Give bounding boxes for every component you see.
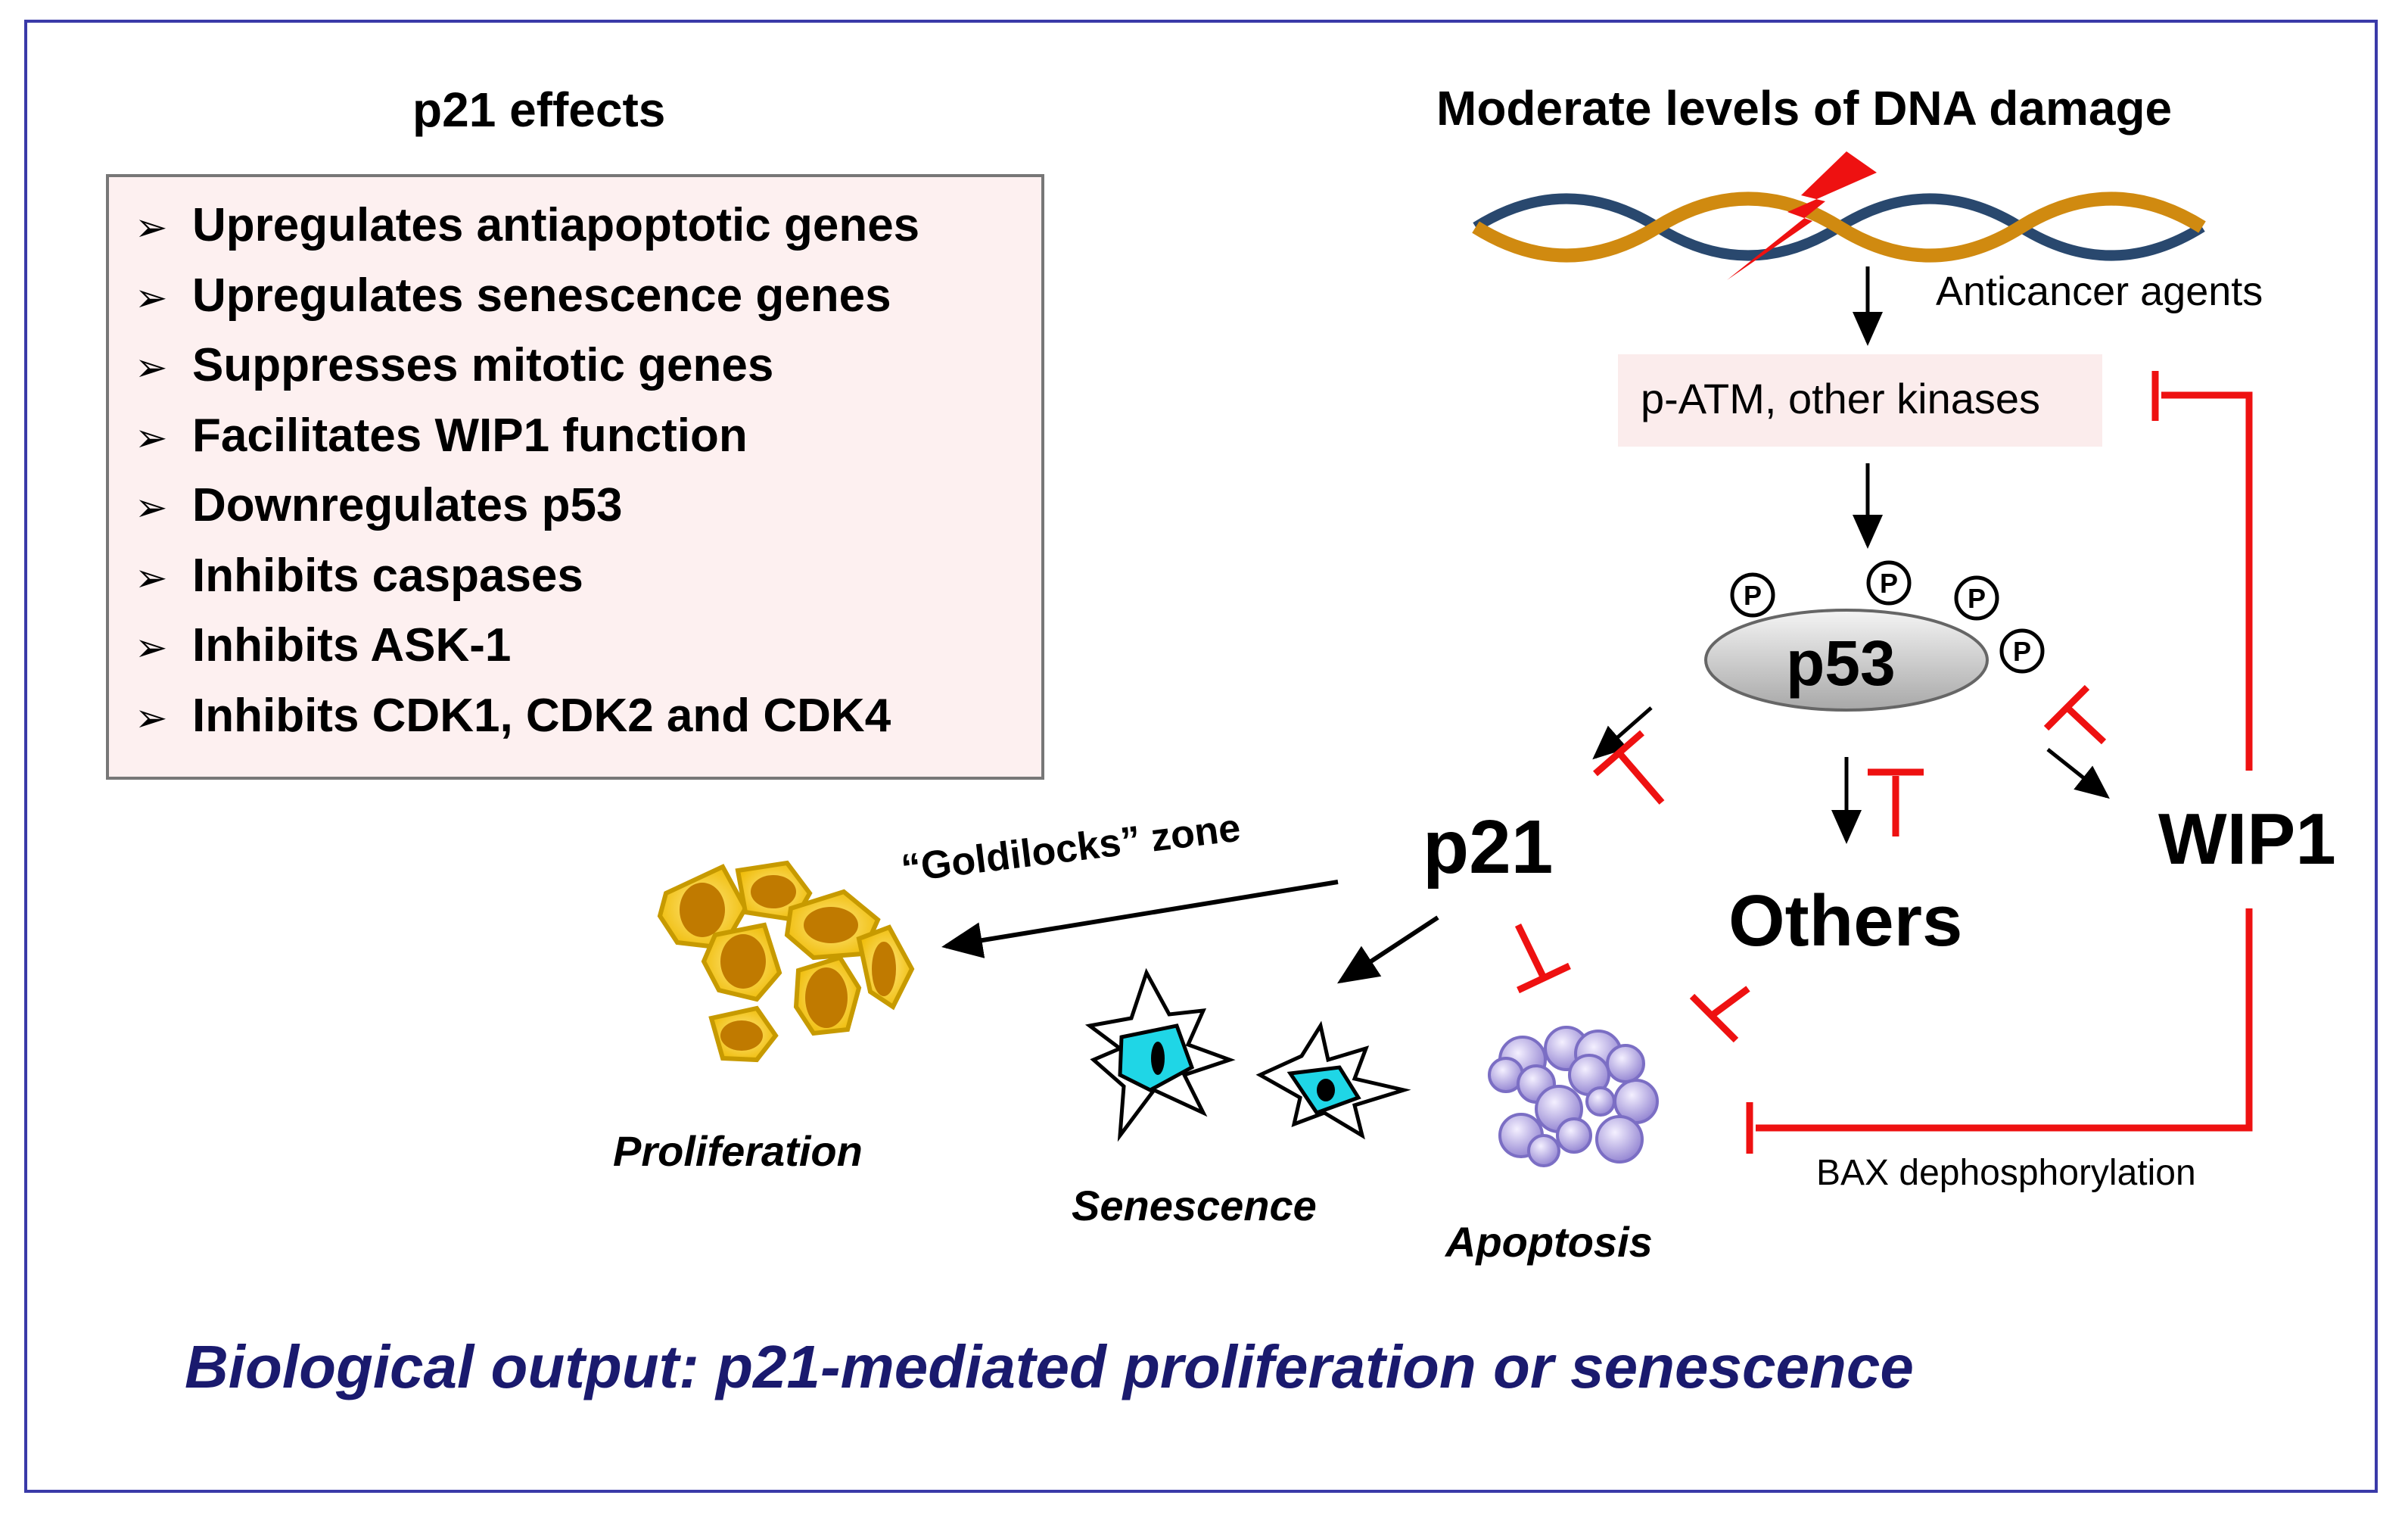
arrow-bullet-icon: ➢ [135,276,168,320]
apoptotic-bodies-icon [1488,1026,1659,1167]
arrow-bullet-icon: ➢ [135,416,168,460]
inhibition-edges [1514,371,2253,1154]
p53-label: p53 [1786,628,1896,699]
kinase-box [1618,354,2102,447]
effect-item: ➢ Downregulates p53 [135,478,919,549]
apoptosis-label: Apoptosis [1445,1218,1653,1266]
phosphate-icon [1866,560,1912,606]
dna-damage-label: Moderate levels of DNA damage [1436,81,2173,136]
arrow-bullet-icon: ➢ [135,626,168,670]
effect-text: Facilitates WIP1 function [192,409,748,462]
p21-inhibits-apoptosis-bar [1517,962,1571,994]
p21-to-senescence-arrow [1336,915,1439,984]
effect-item: ➢ Inhibits caspases [135,549,919,619]
phosphate-icon [1954,575,1999,621]
effect-text: Inhibits caspases [192,549,583,602]
effect-item: ➢ Facilitates WIP1 function [135,409,919,479]
effects-heading: p21 effects [412,83,666,137]
others-inhibits-apoptosis-bar [1689,993,1739,1043]
arrow-bullet-icon: ➢ [135,486,168,530]
effect-text: Upregulates senescence genes [192,269,891,322]
p21-label: p21 [1423,805,1554,889]
phosphate-icon [1730,572,1775,618]
effect-item: ➢ Inhibits CDK1, CDK2 and CDK4 [135,689,919,759]
p21-inhibits-p53-edge [1616,751,1665,805]
effect-item: ➢ Upregulates senescence genes [135,269,919,339]
p53-to-p21-arrow [1592,706,1653,760]
conclusion-text: Biological output: p21-mediated prolifer… [185,1333,1914,1400]
effect-text: Upregulates antiapoptotic genes [192,199,920,251]
wip1-inhibits-p53-bar [2043,684,2090,731]
phosphate-label: P [1880,568,1898,599]
wip1-inhibits-apoptosis-edge [1756,908,2253,1132]
effect-text: Downregulates p53 [192,479,623,531]
senescence-label: Senescence [1072,1182,1317,1229]
wip1-inhibits-kinase-edge [2161,391,2253,771]
wip1-label: WIP1 [2158,799,2336,880]
proliferating-cells-icon [657,860,915,1063]
arrow-bullet-icon: ➢ [135,206,168,250]
phosphate-label: P [1968,583,1986,614]
p21-effects-list: ➢ Upregulates antiapoptotic genes ➢ Upregu… [135,198,919,759]
phosphate-icon [1999,628,2045,674]
effect-item: ➢ Inhibits ASK-1 [135,618,919,689]
goldilocks-arrow [941,880,1339,958]
anticancer-agents-label: Anticancer agents [1936,269,2263,314]
figure-frame [24,20,2378,1493]
others-label: Others [1728,880,1963,961]
arrow-bullet-icon: ➢ [135,346,168,390]
effect-text: Inhibits CDK1, CDK2 and CDK4 [192,689,891,742]
effect-item: ➢ Upregulates antiapoptotic genes [135,198,919,269]
senescent-cells-icon [1084,967,1411,1142]
wip1-inhibits-p53-edge [2064,705,2107,745]
proliferation-label: Proliferation [613,1127,863,1175]
p21-inhibits-apoptosis-edge [1514,924,1548,980]
phosphate-icons [1730,560,2045,674]
arrow-bullet-icon: ➢ [135,696,168,740]
dna-helix-icon [1472,192,2206,263]
others-inhibits-apoptosis-edge [1711,986,1750,1017]
effect-text: Suppresses mitotic genes [192,339,774,391]
phosphate-label: P [2013,636,2031,667]
bax-label: BAX dephosphorylation [1816,1153,2196,1193]
arrow-bullet-icon: ➢ [135,556,168,600]
p21-inhibits-p53-bar [1593,730,1644,777]
p21-effects-box [106,174,1044,780]
phosphate-label: P [1744,580,1762,611]
effect-item: ➢ Suppresses mitotic genes [135,338,919,409]
effect-text: Inhibits ASK-1 [192,619,512,671]
lightning-bolt-icon [1727,151,1877,280]
p53-to-wip1-arrow [2046,748,2110,799]
p53-node [1704,609,1989,712]
kinases-label: p-ATM, other kinases [1641,375,2041,422]
